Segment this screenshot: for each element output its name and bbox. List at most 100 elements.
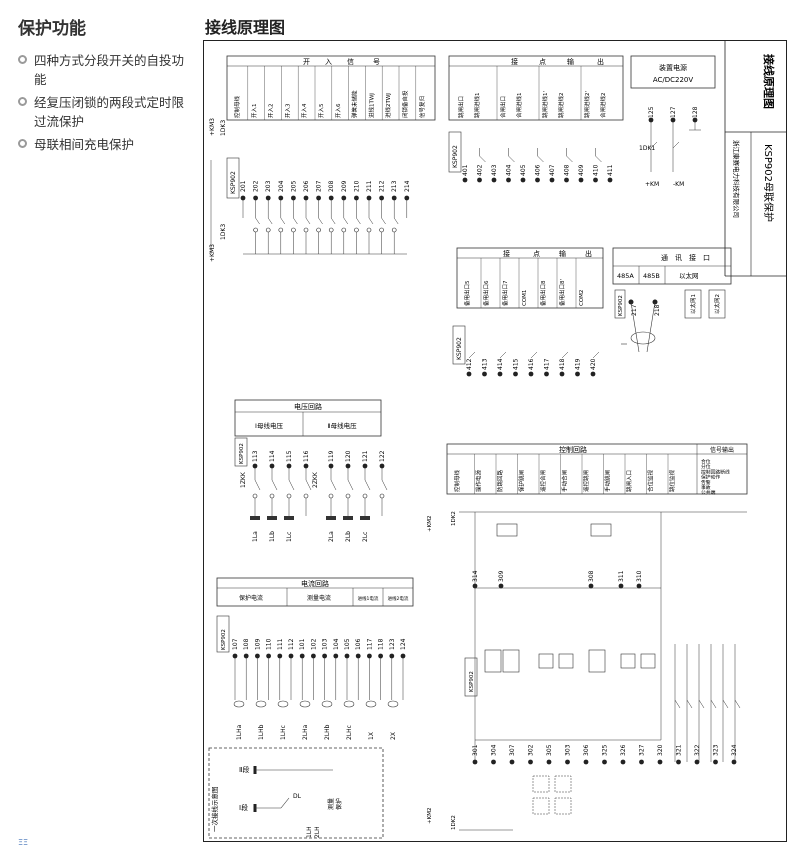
terminal-dot [252, 463, 258, 469]
terminal-number: 406 [535, 164, 542, 176]
terminal-dot [639, 759, 644, 765]
terminal-number: 111 [277, 638, 284, 650]
relay-id-d: KSP902 [618, 295, 624, 316]
relay-id-a: KSP902 [230, 171, 237, 194]
terminal-dot [379, 463, 385, 469]
control-label: 合位监视 [647, 469, 655, 492]
terminal-number: 212 [379, 180, 386, 192]
switch-contact [391, 227, 397, 233]
contact-output-label: 合闸进线2 [599, 93, 607, 119]
terminal-number: 403 [491, 164, 498, 176]
co2-h4: 出 [585, 249, 592, 258]
switch-header-4: 号 [373, 58, 380, 66]
signal-label: 分位 [701, 463, 711, 470]
terminal-dot [575, 371, 580, 377]
product-title: KSP902母联保护 [762, 144, 775, 222]
terminal-dot [498, 583, 504, 589]
ct-label: 1LHb [258, 724, 265, 740]
terminal-number: 414 [497, 358, 504, 370]
ct-label: 1LHc [280, 725, 287, 740]
terminal-number: 112 [288, 638, 295, 650]
terminal-dot [311, 653, 316, 659]
control-label: 操作电源 [475, 469, 483, 492]
power-label: 装置电源 [659, 63, 687, 72]
switch-contact [341, 227, 347, 233]
phase-label: 1Lc [286, 532, 293, 542]
terminal-number: 417 [544, 358, 551, 370]
contact-output-label: 备用出口6 [482, 280, 490, 306]
terminal-dot [253, 195, 258, 201]
terminal-dot [367, 653, 372, 659]
terminal-dot [648, 117, 654, 123]
terminal-number: 206 [303, 180, 310, 192]
relay-1x-f: KSP902 [216, 615, 230, 653]
switch-input-label: 开入6 [335, 103, 342, 118]
terminal-number: 410 [593, 164, 600, 176]
contact-output-label: 跳闸进线1 [473, 93, 481, 119]
terminal-dot [328, 463, 334, 469]
wiring-diagram-svg: 接线原理图 KSP902母联保护 浙江康赛电力科技有限公司 开 入 信 号 控制… [203, 40, 787, 842]
terminal-number: 214 [404, 180, 411, 192]
terminal-number: 207 [316, 180, 323, 192]
terminal-number: 308 [588, 570, 595, 582]
diagram-title: 接线原理图 [205, 18, 286, 37]
port-485b: 485B [643, 272, 660, 280]
terminal-dot [462, 177, 468, 183]
ct-label: 2LHa [302, 724, 309, 740]
switch-input-label: 弹簧未储能 [351, 90, 359, 118]
terminal-dot [344, 653, 350, 659]
control-header: 控制回路 [559, 445, 587, 454]
contact-output-label: 备用出口8 [539, 280, 547, 306]
terminal-dot [322, 653, 327, 659]
contact-output-label: COM1 [522, 290, 528, 306]
control-label: 保护跳闸 [518, 470, 526, 492]
co1-h4: 出 [597, 57, 604, 66]
terminal-number: 105 [344, 638, 351, 650]
feature-text: 四种方式分段开关的自投功能 [34, 53, 185, 87]
terminal-dot [583, 759, 589, 765]
current-header: 电流回路 [301, 579, 329, 588]
relay-1x-a: KSP902 [226, 157, 240, 199]
switch-contact [278, 227, 284, 233]
terminal-dot [491, 759, 496, 765]
terminal-dot [277, 653, 283, 659]
terminal-dot [266, 653, 271, 659]
terminal-number: 420 [590, 358, 597, 370]
prot-current: 保护电流 [239, 594, 263, 602]
switch-contact [362, 493, 368, 499]
switch-input-label: 闭锁备自投 [401, 90, 409, 118]
terminal-dot [506, 177, 511, 183]
terminal-number: 107 [232, 638, 239, 650]
switch-contact [253, 227, 258, 233]
signal-label: 公共端 [701, 489, 716, 496]
terminal-number: 106 [355, 638, 362, 650]
relay-1x-e: KSP902 [234, 437, 248, 467]
terminal-dot [391, 195, 397, 201]
eth1-port: 以太网1 [689, 294, 697, 314]
terminal-dot [265, 195, 271, 201]
bus2-voltage: Ⅱ母线电压 [327, 421, 357, 430]
terminal-number: 401 [462, 164, 469, 176]
feature-text: 母联相间充电保护 [34, 137, 135, 152]
terminal-dot [559, 371, 565, 377]
terminal-number: 307 [509, 744, 516, 756]
terminal-number: 213 [391, 180, 398, 192]
terminal-dot [657, 759, 663, 765]
terminal-dot [355, 653, 361, 659]
contact-output-label: 跳闸进线2' [583, 91, 591, 118]
contact-output-label: 备用出口8' [558, 279, 566, 306]
terminal-number: 305 [546, 744, 553, 756]
signal-label: 控制回路断线 [701, 468, 730, 475]
terminal-dot [316, 195, 321, 201]
terminal-number: 205 [290, 180, 297, 192]
terminal-number: 123 [389, 638, 396, 650]
terminal-dot [520, 177, 526, 183]
switch-contact [269, 493, 275, 499]
terminal-number: 115 [286, 450, 293, 462]
switch-contact [379, 227, 384, 233]
switch-header-2: 入 [325, 58, 332, 66]
km3-label: +KM3 [209, 118, 216, 136]
relay-1x-g: KSP902 [464, 657, 478, 697]
